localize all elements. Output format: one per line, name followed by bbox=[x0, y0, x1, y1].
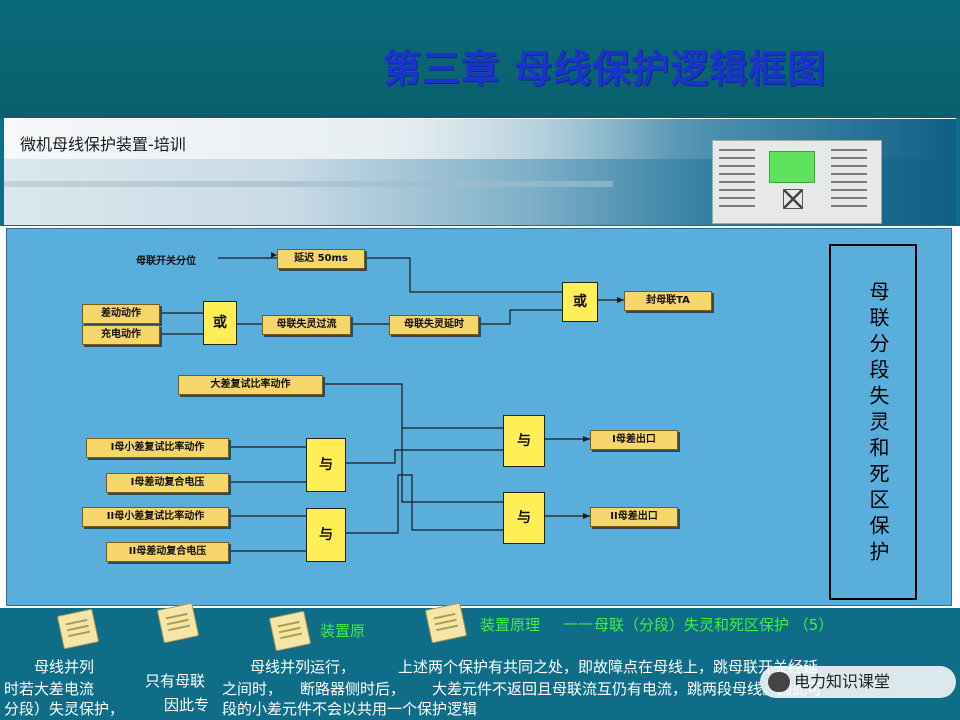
gate-or-2: 或 bbox=[562, 282, 598, 322]
block-tie-fail-overcurrent: 母联失灵过流 bbox=[262, 315, 351, 335]
gate-and-bus1: 与 bbox=[306, 438, 346, 492]
footer-tab-label-2[interactable]: 装置原理 bbox=[480, 616, 541, 634]
footer-tab-title: 母联（分段）失灵和死区保护 （5） bbox=[594, 616, 834, 634]
footer-text: 母线并列运行， bbox=[250, 658, 356, 676]
header-bar: 第三章 母线保护逻辑框图 bbox=[0, 0, 960, 118]
footer-tab-separator: —— bbox=[563, 614, 593, 632]
footer-text: 只有母联 bbox=[145, 672, 206, 690]
footer-text: 母线并列 bbox=[34, 658, 95, 676]
footer-text: 之间时， bbox=[222, 680, 283, 698]
footer-text: 因此专 bbox=[164, 696, 210, 714]
input-bus1-small-diff: I母小差复试比率动作 bbox=[86, 438, 229, 458]
banner-subtitle: 微机母线保护装置-培训 bbox=[20, 135, 186, 154]
device-led-column-left bbox=[719, 149, 755, 209]
output-bus1-trip: I母差出口 bbox=[590, 430, 678, 450]
diagram-area bbox=[0, 226, 960, 608]
input-bus2-voltage: II母差动复合电压 bbox=[106, 542, 229, 562]
banner-stripe bbox=[4, 181, 614, 187]
footer-text: 大差元件不返回且母联流互仍有电流，跳两段母线。因此可 bbox=[432, 680, 823, 698]
gate-and-top-1: 与 bbox=[503, 415, 545, 467]
footer-text: 段的小差元件不会以共用一个保护逻辑 bbox=[222, 700, 478, 718]
block-delay-50ms: 延迟 50ms bbox=[277, 249, 365, 269]
output-bus2-trip: II母差出口 bbox=[590, 507, 678, 527]
output-seal-tie-ta: 封母联TA bbox=[624, 291, 712, 311]
footer-tab-label-1[interactable]: 装置原 bbox=[320, 622, 366, 640]
gate-or-1: 或 bbox=[203, 301, 237, 345]
protection-device-image bbox=[712, 140, 882, 224]
block-tie-fail-delay: 母联失灵延时 bbox=[389, 315, 479, 335]
footer-text: 上述两个保护有共同之处，即故障点在母线上，跳母联开关经延 bbox=[398, 658, 819, 676]
footer-text: 分段）失灵保护， bbox=[4, 700, 125, 718]
input-bus2-small-diff: II母小差复试比率动作 bbox=[82, 507, 229, 527]
side-title: 母联分段失灵和死区保护 bbox=[866, 281, 890, 567]
footer-text: 断路器侧时后， bbox=[300, 680, 406, 698]
footer-text: 时若大差电流 bbox=[4, 680, 95, 698]
device-led-column-right bbox=[831, 149, 867, 209]
side-title-box: 母联分段失灵和死区保护 bbox=[829, 244, 917, 600]
input-bus-tie-open: 母联开关分位 bbox=[136, 256, 196, 267]
input-diff-action: 差动动作 bbox=[82, 304, 160, 324]
watermark: 电力知识课堂 bbox=[760, 666, 956, 698]
wechat-icon bbox=[768, 672, 790, 692]
input-charge-action: 充电动作 bbox=[82, 325, 160, 345]
page-title: 第三章 母线保护逻辑框图 bbox=[383, 47, 827, 91]
input-big-diff-ratio: 大差复试比率动作 bbox=[178, 375, 323, 395]
gate-and-top-2: 与 bbox=[503, 492, 545, 544]
input-bus1-voltage: I母差动复合电压 bbox=[106, 473, 229, 493]
device-screen bbox=[769, 151, 815, 183]
gate-and-bus2: 与 bbox=[306, 508, 346, 562]
device-keypad-icon bbox=[783, 189, 803, 209]
